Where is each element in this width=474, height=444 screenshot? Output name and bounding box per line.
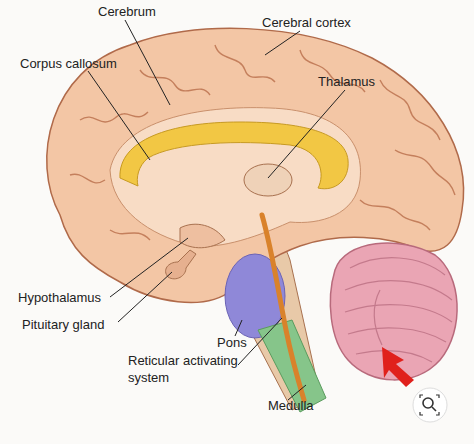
leader-line — [88, 71, 150, 160]
thalamus-shape — [244, 164, 292, 196]
gyrus-line — [395, 150, 455, 195]
medial-surface — [110, 108, 360, 247]
folia-line — [374, 290, 382, 345]
cerebellum-folia — [345, 258, 452, 362]
gyrus-line — [80, 112, 148, 122]
folia-line — [350, 258, 445, 275]
part-label: Cerebral cortex — [262, 14, 351, 31]
part-label: Corpus callosum — [20, 55, 117, 72]
part-label: Pons — [217, 334, 247, 351]
search-icon-handle — [432, 407, 436, 411]
part-label: Hypothalamus — [18, 289, 101, 306]
reticular-system-strip — [262, 215, 304, 400]
gyrus-line — [380, 80, 440, 140]
red-arrow — [382, 347, 414, 387]
leader-lines — [88, 20, 345, 400]
folia-line — [345, 305, 452, 322]
leader-line — [118, 272, 172, 322]
leader-line — [125, 20, 170, 105]
gyrus-line — [70, 174, 105, 183]
search-icon-bg — [413, 388, 447, 422]
gyrus-line — [110, 230, 150, 240]
gyrus-line — [215, 45, 275, 82]
gyrus-line — [360, 200, 430, 230]
leader-line — [288, 385, 306, 400]
folia-line — [348, 328, 446, 342]
leader-line — [268, 90, 345, 178]
part-label: Medulla — [268, 397, 314, 414]
search-icon-lens — [423, 398, 433, 408]
hypothalamus-shape — [180, 224, 225, 248]
leader-line — [265, 31, 300, 55]
search-icon-frame — [420, 395, 439, 415]
leader-line — [235, 320, 242, 336]
leader-line — [110, 238, 188, 297]
part-label: Cerebrum — [98, 3, 156, 20]
gyrus-line — [140, 70, 210, 95]
corpus-callosum-band — [120, 122, 348, 189]
part-label: Pituitary gland — [22, 316, 104, 333]
pituitary-shape — [166, 250, 196, 279]
part-label: Thalamus — [318, 73, 375, 90]
folia-line — [345, 281, 452, 300]
part-label: Reticular activating system — [128, 352, 268, 386]
